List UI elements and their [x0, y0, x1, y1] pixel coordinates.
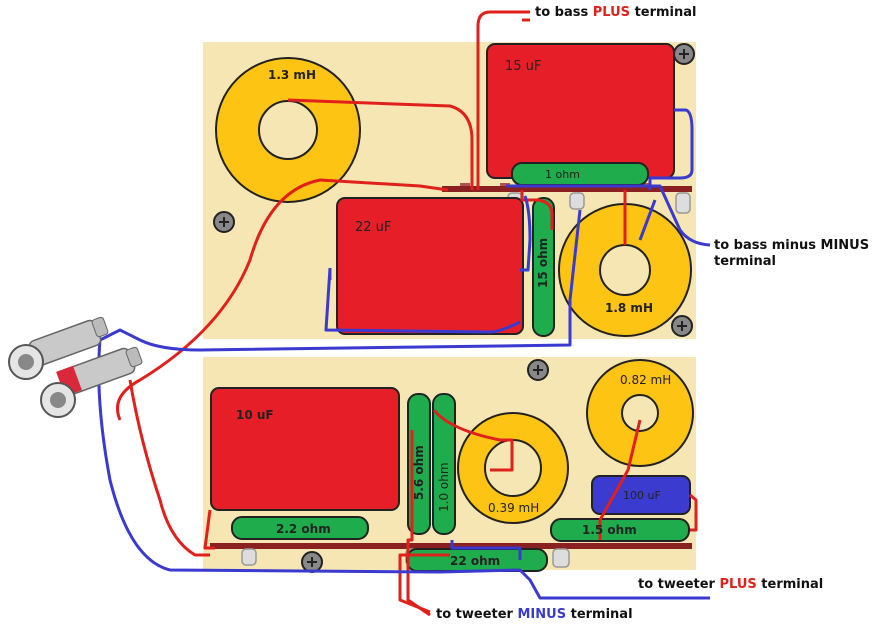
resistor-2-2ohm	[231, 516, 369, 540]
label-1-8mh: 1.8 mH	[605, 301, 653, 315]
blue-wiring	[97, 108, 711, 600]
label-22uf: 22 uF	[355, 220, 391, 235]
label-15ohm: 15 ohm	[536, 238, 550, 288]
resistor-1-0ohm	[432, 393, 456, 535]
resistor-1-5ohm	[550, 518, 690, 542]
label-1-0ohm: 1.0 ohm	[437, 462, 451, 512]
binding-post-negative	[8, 316, 109, 380]
label-100uf: 100 uF	[623, 489, 661, 502]
inductor-1-8mh	[558, 203, 692, 337]
resistor-15ohm	[532, 197, 555, 337]
inductor-1-3mh	[215, 57, 361, 203]
label-10uf: 10 uF	[236, 408, 274, 422]
annotation-bass-minus: to bass minus MINUS terminal	[714, 238, 870, 269]
annotation-tweeter-plus: to tweeter PLUS terminal	[638, 577, 824, 592]
binding-post-positive	[40, 346, 143, 418]
label-1-5ohm: 1.5 ohm	[582, 523, 637, 537]
capacitor-22uf	[336, 197, 524, 335]
label-0-39mh: 0.39 mH	[488, 501, 539, 515]
resistor-1ohm	[511, 162, 649, 186]
inductor-0-82mh	[586, 359, 694, 467]
label-15uf: 15 uF	[505, 59, 541, 74]
capacitor-10uf	[210, 387, 400, 511]
label-22ohm: 22 ohm	[450, 554, 500, 568]
label-2-2ohm: 2.2 ohm	[276, 522, 331, 536]
annotation-tweeter-minus: to tweeter MINUS terminal	[436, 607, 633, 622]
label-1ohm: 1 ohm	[545, 168, 580, 181]
label-1-3mh: 1.3 mH	[268, 68, 316, 82]
label-5-6ohm: 5.6 ohm	[412, 445, 426, 500]
annotation-bass-plus: to bass PLUS terminal	[535, 5, 697, 20]
label-0-82mh: 0.82 mH	[620, 373, 671, 387]
red-wiring	[116, 10, 698, 617]
upper-bus-strip	[442, 186, 692, 192]
